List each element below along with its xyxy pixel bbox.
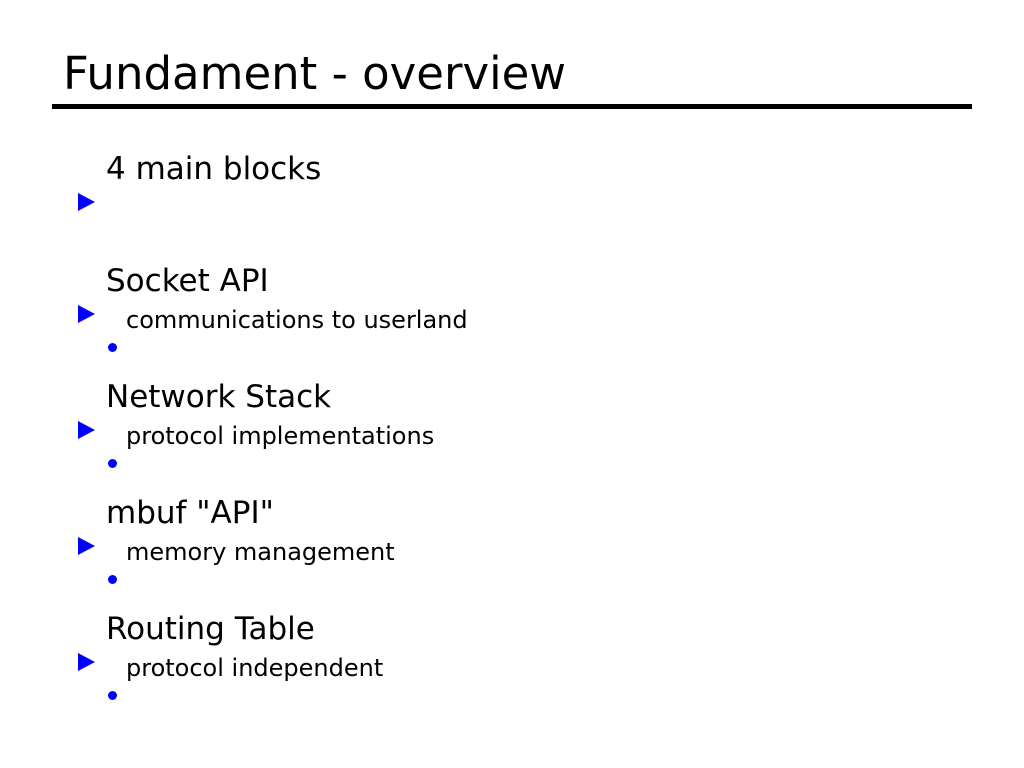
- sub-list-item[interactable]: communications to userland: [78, 302, 958, 352]
- sub-list-item[interactable]: protocol implementations: [78, 418, 958, 468]
- sub-list-item[interactable]: protocol independent: [78, 650, 958, 700]
- slide-body: 4 main blocks Socket API communications …: [78, 148, 958, 700]
- bullet-group: Routing Table protocol independent: [78, 608, 958, 700]
- spacer: [78, 570, 958, 608]
- bullet-label: Network Stack: [106, 379, 332, 415]
- list-item[interactable]: Socket API: [78, 260, 958, 323]
- bullet-label: Routing Table: [106, 611, 315, 647]
- sub-bullet-label: protocol implementations: [126, 422, 435, 450]
- spacer: [78, 454, 958, 492]
- sub-list-item[interactable]: memory management: [78, 534, 958, 584]
- bullet-group: Socket API communications to userland: [78, 260, 958, 352]
- title-underline-rule: [52, 104, 972, 109]
- list-item[interactable]: 4 main blocks: [78, 148, 958, 211]
- spacer: [78, 190, 958, 260]
- bullet-label: Socket API: [106, 263, 269, 299]
- list-item[interactable]: mbuf "API": [78, 492, 958, 555]
- bullet-label: 4 main blocks: [106, 151, 322, 187]
- list-item[interactable]: Network Stack: [78, 376, 958, 439]
- sub-bullet-label: protocol independent: [126, 654, 384, 682]
- bullet-label: mbuf "API": [106, 495, 274, 531]
- slide-title-block: Fundament - overview: [52, 46, 972, 109]
- sub-bullet-label: memory management: [126, 538, 395, 566]
- sub-bullet-label: communications to userland: [126, 306, 468, 334]
- spacer: [78, 338, 958, 376]
- bullet-group: Network Stack protocol implementations: [78, 376, 958, 468]
- list-item[interactable]: Routing Table: [78, 608, 958, 671]
- bullet-group: mbuf "API" memory management: [78, 492, 958, 584]
- bullet-group: 4 main blocks: [78, 148, 958, 211]
- page-title: Fundament - overview: [63, 47, 567, 100]
